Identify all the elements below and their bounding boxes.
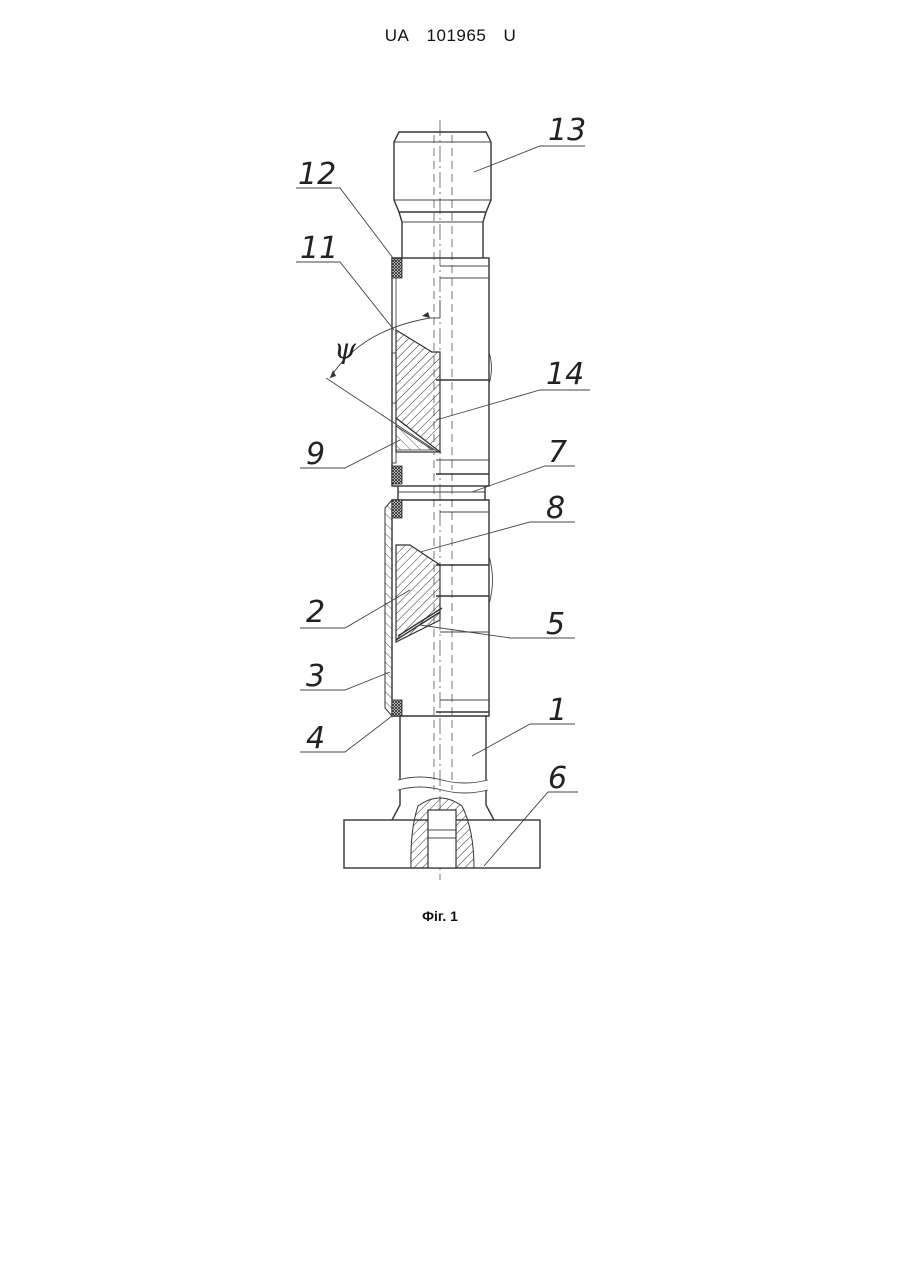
base-part-6 xyxy=(344,798,540,868)
neck-part-7 xyxy=(398,486,485,500)
label-8: 8 xyxy=(546,491,565,526)
label-4: 4 xyxy=(306,721,325,756)
lower-assembly xyxy=(385,500,493,716)
angle-psi-label: ψ xyxy=(334,332,357,365)
label-11: 11 xyxy=(300,231,338,266)
label-6: 6 xyxy=(548,761,567,796)
label-14: 14 xyxy=(546,357,584,392)
label-13: 13 xyxy=(548,113,586,148)
label-1: 1 xyxy=(548,693,567,728)
label-5: 5 xyxy=(546,607,565,642)
figure-caption: Фіг. 1 xyxy=(0,908,880,924)
label-2: 2 xyxy=(306,595,325,630)
head-part-13 xyxy=(394,132,491,258)
upper-assembly xyxy=(392,258,492,486)
label-3: 3 xyxy=(306,659,325,694)
label-9: 9 xyxy=(306,437,325,472)
label-7: 7 xyxy=(548,435,567,470)
label-12: 12 xyxy=(298,157,336,192)
